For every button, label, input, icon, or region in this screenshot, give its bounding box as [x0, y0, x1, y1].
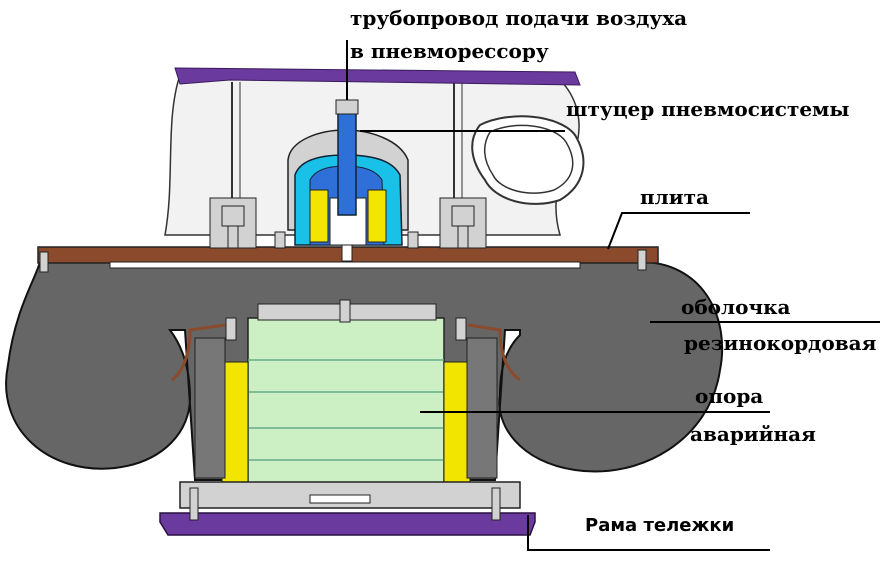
support-label-line2: аварийная — [690, 422, 816, 446]
plate-bolts — [39, 197, 647, 273]
emergency-support — [171, 299, 521, 499]
air-pipe-label-line1: трубопровод подачи воздуха — [350, 6, 688, 30]
leader-lines — [360, 130, 880, 551]
frame-label: Рама тележки — [585, 515, 735, 536]
shell-label-line2: резинокордовая — [684, 331, 877, 355]
shell-label-line1: оболочка — [681, 295, 791, 319]
top-beam — [174, 67, 581, 86]
air-pipe-label-line2: в пневморессору — [350, 39, 549, 63]
support-label-line1: опора — [695, 384, 764, 408]
fitting-label: штуцер пневмосистемы — [566, 97, 850, 121]
bogie-frame — [159, 512, 536, 536]
fitting-assembly — [287, 40, 409, 262]
plate-label: плита — [640, 185, 709, 209]
